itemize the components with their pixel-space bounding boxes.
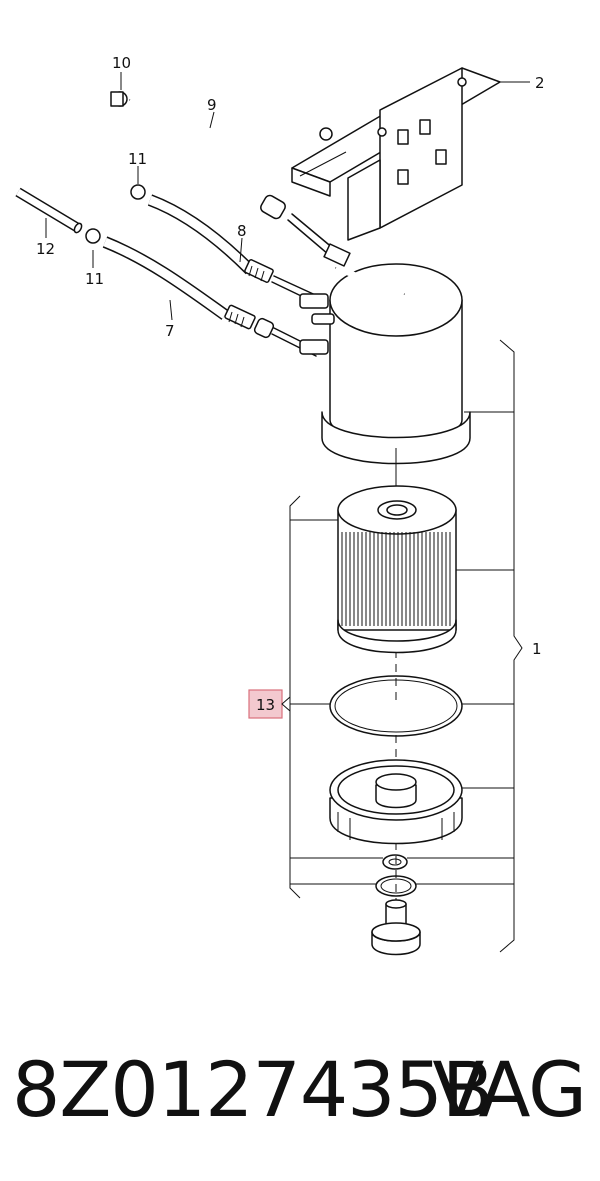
drain-o-ring bbox=[375, 875, 417, 897]
part-number: 8Z0127435B bbox=[12, 1045, 494, 1134]
drain-plug bbox=[371, 899, 421, 956]
callout-13-pointer bbox=[281, 696, 291, 712]
filter-housing bbox=[299, 263, 471, 465]
callout-10: 10 bbox=[112, 54, 131, 72]
callout-11-lower: 11 bbox=[85, 270, 104, 288]
exploded-parts-diagram: 1 2 7 8 9 10 11 11 12 13 bbox=[15, 54, 545, 956]
callout-11-upper: 11 bbox=[128, 150, 147, 168]
callout-2: 2 bbox=[535, 74, 545, 92]
filter-element bbox=[337, 485, 457, 654]
leader-lines bbox=[45, 72, 530, 885]
hose-9 bbox=[110, 91, 351, 267]
filter-cap bbox=[329, 759, 463, 845]
o-ring bbox=[329, 675, 463, 737]
brand-name: VAG bbox=[432, 1045, 587, 1134]
callout-13-highlight bbox=[248, 689, 283, 719]
callout-1: 1 bbox=[532, 640, 542, 658]
hose-8 bbox=[130, 184, 323, 306]
assembly-bracket-inner bbox=[289, 495, 301, 899]
callout-13: 13 bbox=[256, 696, 275, 714]
callout-12: 12 bbox=[36, 240, 55, 258]
callout-8: 8 bbox=[237, 222, 247, 240]
callout-9: 9 bbox=[207, 96, 217, 114]
callout-7: 7 bbox=[165, 322, 175, 340]
assembly-bracket-outer bbox=[499, 339, 523, 953]
small-seal bbox=[382, 854, 408, 870]
caption-bar: 8Z0127435B VAG bbox=[0, 1040, 600, 1150]
pipe-12 bbox=[15, 187, 83, 234]
hose-7 bbox=[85, 228, 319, 357]
mounting-bracket bbox=[291, 67, 501, 241]
